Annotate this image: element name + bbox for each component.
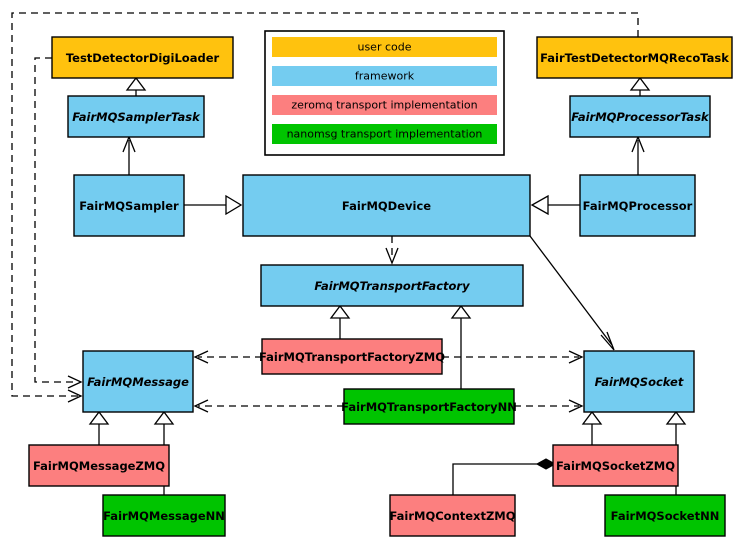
node-box[interactable] [552, 444, 679, 487]
node-box[interactable] [73, 174, 185, 237]
node-label: FairMQProcessor [583, 199, 693, 213]
node-box[interactable] [28, 444, 170, 487]
edge-samplertask-to-digiloader [125, 76, 147, 96]
node-FairMQSocketNN[interactable]: FairMQSocketNN [604, 494, 726, 537]
node-box[interactable] [389, 494, 516, 537]
edge-digiloader-to-message [34, 57, 83, 389]
edge-messagezmq-to-message [88, 410, 110, 445]
node-label: FairMQMessageZMQ [33, 459, 165, 473]
legend-label-framework: framework [355, 70, 415, 83]
node-FairMQProcessorTask[interactable]: FairMQProcessorTask [569, 95, 711, 138]
node-label: FairMQDevice [342, 199, 431, 213]
legend-swatch-zeromq [272, 95, 497, 115]
edge-socketzmq-to-socket [581, 410, 603, 445]
node-label: FairMQTransportFactoryNN [341, 400, 517, 414]
node-label: FairMQContextZMQ [389, 509, 515, 523]
node-box[interactable] [604, 494, 726, 537]
edge-device-to-transportfactory [385, 236, 399, 265]
node-layer: TestDetectorDigiLoader FairTestDetectorM… [28, 36, 733, 537]
node-label: FairMQTransportFactoryZMQ [259, 350, 445, 364]
node-FairMQTransportFactoryZMQ[interactable]: FairMQTransportFactoryZMQ [259, 338, 445, 375]
node-label: FairTestDetectorMQRecoTask [540, 51, 729, 65]
node-FairMQTransportFactory[interactable]: FairMQTransportFactory [260, 264, 524, 307]
edge-device-to-socket [529, 235, 615, 351]
edge-factorynn-to-socket [514, 399, 584, 413]
legend-item-zeromq: zeromq transport implementation [272, 95, 497, 115]
edge-factorynn-to-message [193, 399, 344, 413]
node-label: FairMQSocketZMQ [556, 459, 675, 473]
node-label: FairMQSocket [595, 375, 684, 389]
node-FairMQContextZMQ[interactable]: FairMQContextZMQ [389, 494, 516, 537]
node-label: FairMQSocketNN [611, 509, 720, 523]
node-box[interactable] [261, 338, 443, 375]
node-label: FairMQTransportFactory [314, 279, 470, 293]
node-FairMQSocketZMQ[interactable]: FairMQSocketZMQ [552, 444, 679, 487]
legend: user code framework zeromq transport imp… [264, 30, 505, 156]
node-box[interactable] [82, 350, 194, 413]
legend-label-zeromq: zeromq transport implementation [291, 99, 477, 112]
node-label: TestDetectorDigiLoader [66, 51, 220, 65]
node-label: FairMQMessage [87, 375, 189, 389]
edge-factorynn-to-factory [450, 304, 472, 389]
node-TestDetectorDigiLoader[interactable]: TestDetectorDigiLoader [51, 36, 234, 79]
node-FairMQMessage[interactable]: FairMQMessage [82, 350, 194, 413]
node-FairMQSocket[interactable]: FairMQSocket [583, 350, 695, 413]
legend-swatch-nanomsg [272, 124, 497, 144]
node-label: FairMQSamplerTask [72, 110, 201, 124]
node-FairMQProcessor[interactable]: FairMQProcessor [579, 174, 696, 237]
legend-item-nanomsg: nanomsg transport implementation [272, 124, 497, 144]
node-box[interactable] [579, 174, 696, 237]
legend-label-nanomsg: nanomsg transport implementation [287, 128, 483, 141]
node-box[interactable] [569, 95, 711, 138]
edge-contextzmq-to-socketzmq [452, 458, 557, 495]
legend-swatch-framework [272, 66, 497, 86]
legend-item-framework: framework [272, 66, 497, 86]
node-label: FairMQSampler [79, 199, 179, 213]
edge-recotask-to-message [11, 12, 639, 403]
node-box[interactable] [67, 95, 205, 138]
node-FairMQTransportFactoryNN[interactable]: FairMQTransportFactoryNN [341, 388, 517, 425]
node-FairTestDetectorMQRecoTask[interactable]: FairTestDetectorMQRecoTask [536, 36, 733, 79]
node-label: FairMQMessageNN [103, 509, 225, 523]
node-FairMQDevice[interactable]: FairMQDevice [242, 174, 531, 237]
node-box[interactable] [583, 350, 695, 413]
legend-label-user-code: user code [357, 41, 411, 54]
legend-item-user-code: user code [272, 37, 497, 57]
legend-swatch-user-code [272, 37, 497, 57]
node-box[interactable] [260, 264, 524, 307]
node-label: FairMQProcessorTask [571, 110, 710, 124]
node-box[interactable] [51, 36, 234, 79]
edge-sampler-to-samplertask [122, 135, 136, 175]
node-box[interactable] [242, 174, 531, 237]
node-FairMQSampler[interactable]: FairMQSampler [73, 174, 185, 237]
node-box[interactable] [102, 494, 226, 537]
edge-factoryzmq-to-factory [329, 304, 351, 339]
node-box[interactable] [343, 388, 515, 425]
edge-processor-to-processortask [631, 135, 645, 175]
edge-processor-to-device [530, 194, 580, 216]
node-FairMQSamplerTask[interactable]: FairMQSamplerTask [67, 95, 205, 138]
edge-processortask-to-recotask [629, 76, 651, 96]
node-FairMQMessageZMQ[interactable]: FairMQMessageZMQ [28, 444, 170, 487]
node-box[interactable] [536, 36, 733, 79]
node-FairMQMessageNN[interactable]: FairMQMessageNN [102, 494, 226, 537]
edge-factoryzmq-to-socket [442, 350, 584, 364]
edge-factoryzmq-to-message [193, 350, 262, 364]
edge-sampler-to-device [184, 194, 243, 216]
